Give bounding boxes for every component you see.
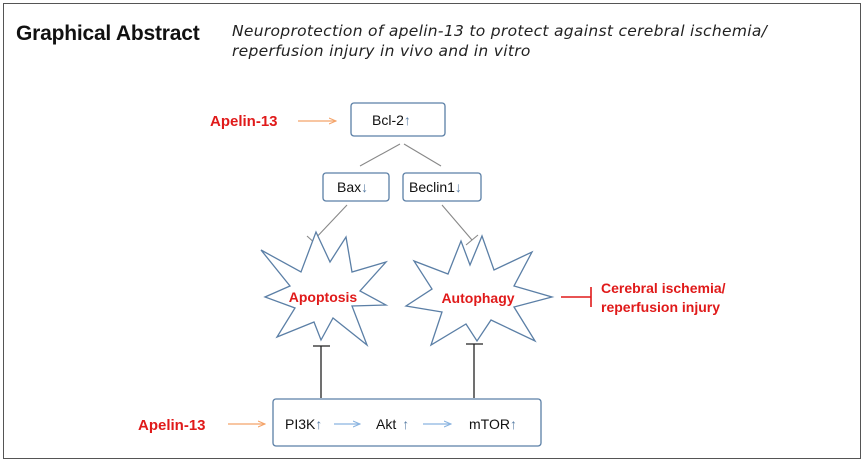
abstract-title: Neuroprotection of apelin-13 to protect …: [232, 21, 842, 61]
bcl2-beclin-link: [403, 143, 442, 167]
beclin1-autophagy-tee: [465, 234, 479, 246]
beclin1-down-arrow-icon: ↓: [455, 179, 462, 195]
bax-node: [322, 172, 390, 202]
apoptosis-burst-shape: [260, 230, 389, 347]
bcl2-node: [350, 102, 446, 137]
beclin1-label: Beclin1↓: [409, 179, 462, 195]
abstract-title-line-1: Neuroprotection of apelin-13 to protect …: [232, 22, 768, 40]
mtor-name: mTOR: [469, 416, 510, 432]
abstract-frame: [3, 3, 861, 459]
apoptosis-label: Apoptosis: [289, 289, 358, 305]
beclin1-name: Beclin1: [409, 179, 455, 195]
akt-label: Akt ↑: [376, 416, 409, 432]
apelin-13-top-label: Apelin-13: [210, 113, 278, 130]
akt-name: Akt: [376, 416, 396, 432]
akt-up-arrow-icon: ↑: [402, 416, 409, 432]
beclin1-autophagy-link: [441, 204, 473, 241]
pi3k-up-arrow-icon: ↑: [315, 416, 322, 432]
injury-label-line-2: reperfusion injury: [601, 299, 720, 315]
injury-label-line-1: Cerebral ischemia/: [601, 280, 726, 296]
autophagy-label: Autophagy: [441, 290, 514, 306]
bcl2-name: Bcl-2: [372, 112, 404, 128]
mtor-up-arrow-icon: ↑: [510, 416, 517, 432]
bcl2-label: Bcl-2↑: [372, 112, 411, 128]
abstract-title-line-2: reperfusion injury in vivo and in vitro: [232, 42, 531, 60]
autophagy-burst-shape: [404, 234, 555, 347]
graphical-abstract-heading: Graphical Abstract: [16, 22, 200, 45]
bcl2-bax-link: [359, 143, 401, 167]
apelin-13-bottom-label: Apelin-13: [138, 417, 206, 434]
bax-down-arrow-icon: ↓: [361, 179, 368, 195]
bcl2-up-arrow-icon: ↑: [404, 112, 411, 128]
beclin1-node: [402, 172, 482, 202]
bax-name: Bax: [337, 179, 361, 195]
bax-label: Bax↓: [337, 179, 368, 195]
pi3k-akt-mtor-box: [272, 398, 542, 447]
pi3k-label: PI3K↑: [285, 416, 322, 432]
mtor-label: mTOR↑: [469, 416, 517, 432]
bax-apoptosis-link: [312, 204, 348, 242]
pi3k-name: PI3K: [285, 416, 316, 432]
